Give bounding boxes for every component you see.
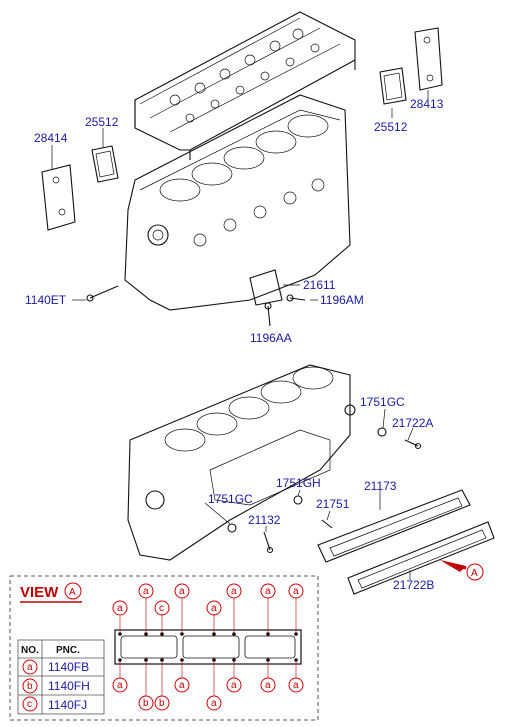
legend-table: NO. PNC. a 1140FB b 1140FH c 1140FJ bbox=[17, 639, 105, 715]
legend-row-a-no: a bbox=[27, 662, 33, 673]
exhaust-bracket-left bbox=[41, 164, 76, 231]
callout-bottom-4: a bbox=[179, 680, 185, 691]
callout-bottom-1: a bbox=[117, 680, 123, 691]
legend-row-b-pnc: 1140FH bbox=[48, 679, 90, 693]
label-21132: 21132 bbox=[248, 513, 281, 527]
label-1751gc-top: 1751GC bbox=[360, 395, 405, 409]
arrow-marker-a: A bbox=[471, 568, 478, 579]
label-1751gh: 1751GH bbox=[276, 476, 321, 490]
bolt-1196am bbox=[286, 294, 306, 302]
callout-bottom-6: a bbox=[231, 680, 237, 691]
bolt-callouts-bottom: a b b a a a a a bbox=[112, 677, 304, 711]
callout-bottom-3: b bbox=[159, 698, 165, 709]
view-a-gasket bbox=[114, 598, 302, 696]
gasket-left bbox=[91, 145, 119, 183]
label-1751gc-mid: 1751GC bbox=[208, 492, 253, 506]
label-28413: 28413 bbox=[410, 97, 444, 111]
view-arrow: A bbox=[440, 560, 484, 581]
gasket-right bbox=[379, 67, 407, 105]
label-1196aa: 1196AA bbox=[250, 331, 292, 345]
legend-row-c-no: c bbox=[27, 699, 32, 710]
label-21611: 21611 bbox=[303, 278, 336, 292]
engine-block-lower bbox=[127, 364, 356, 561]
legend-row-a-pnc: 1140FB bbox=[48, 660, 89, 674]
side-cover-21173 bbox=[317, 489, 471, 563]
bolt-1140et bbox=[86, 285, 119, 302]
view-a-frame bbox=[9, 575, 319, 721]
mount-bracket bbox=[249, 269, 283, 306]
engine-block-top bbox=[124, 94, 351, 311]
label-28414: 28414 bbox=[34, 131, 68, 145]
callout-top-2: a bbox=[143, 586, 149, 597]
view-marker-circle bbox=[64, 582, 82, 600]
callout-top-5: a bbox=[211, 603, 217, 614]
label-21722a: 21722A bbox=[392, 416, 433, 430]
legend-header-pnc: PNC. bbox=[56, 645, 80, 656]
label-21173: 21173 bbox=[364, 479, 397, 493]
callout-bottom-2: b bbox=[143, 698, 149, 709]
plug-21751 bbox=[321, 519, 333, 529]
plug-1751gc-top bbox=[377, 427, 387, 437]
view-title: VIEW bbox=[20, 584, 59, 601]
label-25512-left: 25512 bbox=[85, 115, 119, 129]
label-21751: 21751 bbox=[316, 497, 350, 511]
label-25512-right: 25512 bbox=[374, 120, 408, 134]
plug-21132 bbox=[263, 531, 274, 554]
callout-top-4: a bbox=[179, 586, 185, 597]
exhaust-bracket-right bbox=[414, 27, 443, 91]
label-1140et: 1140ET bbox=[25, 293, 67, 307]
plug-1751gh bbox=[293, 495, 303, 505]
bolt-callouts-top: a a c a a a a a bbox=[112, 583, 304, 616]
bolt-1196aa bbox=[264, 302, 272, 327]
callout-top-7: a bbox=[265, 586, 271, 597]
label-21722b: 21722B bbox=[393, 578, 434, 592]
callout-top-8: a bbox=[293, 586, 299, 597]
callout-bottom-8: a bbox=[293, 680, 299, 691]
legend-row-c-pnc: 1140FJ bbox=[48, 698, 87, 712]
view-marker-a: A bbox=[69, 587, 76, 598]
callout-top-3: c bbox=[159, 603, 164, 614]
plug-1751gc-mid bbox=[227, 523, 237, 533]
callout-top-6: a bbox=[231, 586, 237, 597]
gasket-21722b bbox=[347, 521, 495, 595]
legend-header-no: NO. bbox=[21, 645, 39, 656]
callout-bottom-7: a bbox=[265, 680, 271, 691]
legend-row-b-no: b bbox=[27, 681, 33, 692]
callout-bottom-5: a bbox=[211, 698, 217, 709]
plug-21722a bbox=[404, 439, 422, 450]
callout-top-1: a bbox=[117, 603, 123, 614]
label-1196am: 1196AM bbox=[320, 293, 364, 307]
